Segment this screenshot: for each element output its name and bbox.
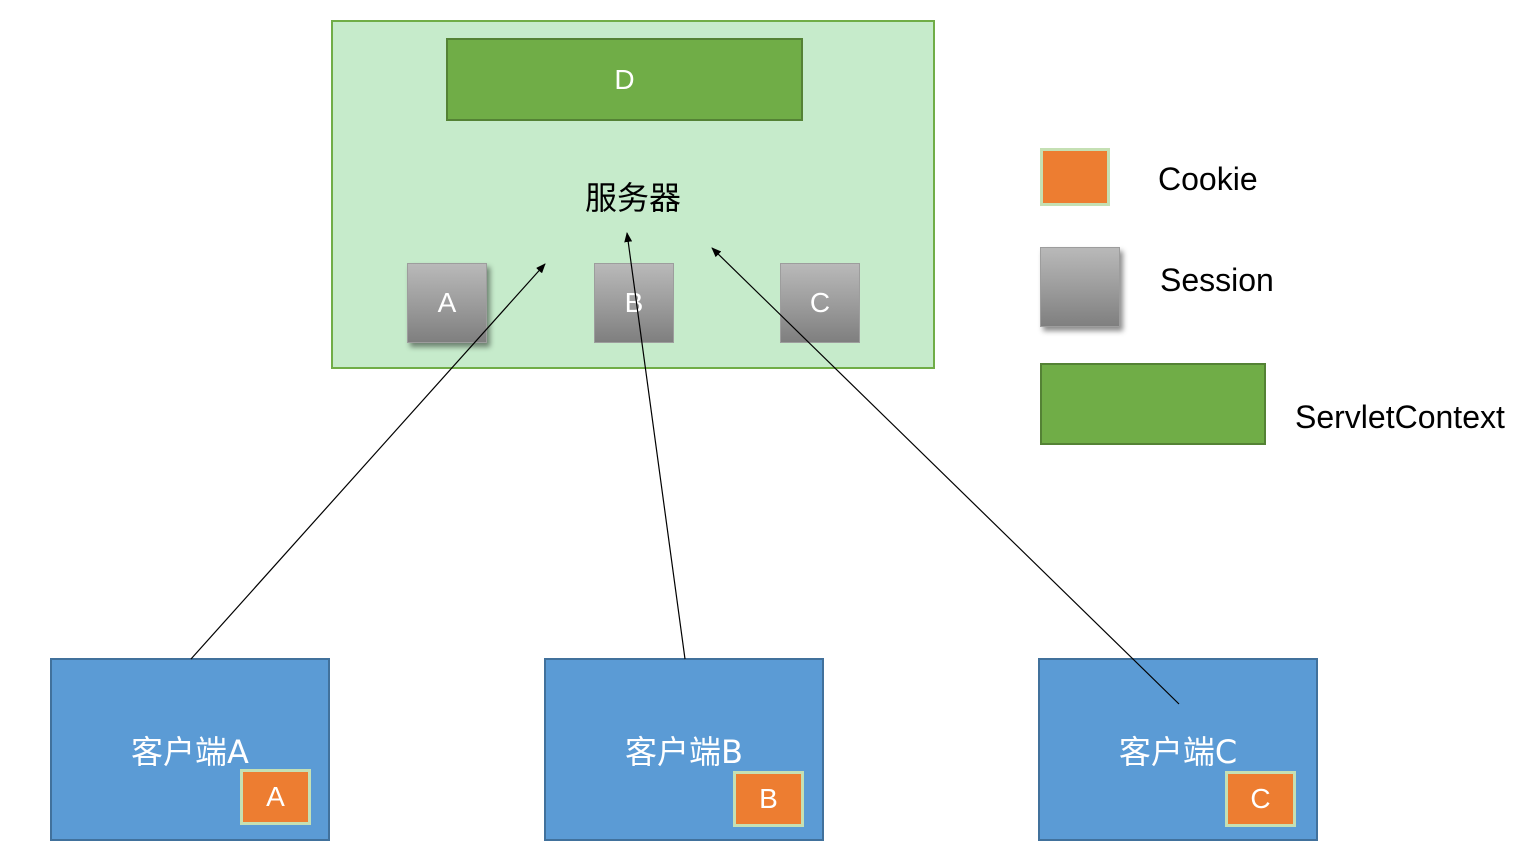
cookie-c-label: C [1250,783,1271,814]
session-b: B [594,263,674,343]
client-a-label: 客户端A [131,733,249,771]
session-c-label: C [809,287,831,318]
legend-servlet-context-swatch [1040,363,1266,445]
session-c: C [780,263,860,343]
client-b-label: 客户端B [625,733,743,771]
legend-cookie-swatch [1040,148,1110,206]
legend-session-label: Session [1160,262,1274,298]
client-a-box: 客户端A [50,658,330,841]
client-c-label: 客户端C [1118,733,1238,771]
session-b-label: B [624,287,644,318]
servlet-context-d: D [446,38,803,121]
cookie-b-label: B [759,783,778,814]
cookie-b: B [733,771,804,827]
session-a: A [407,263,487,343]
session-a-label: A [437,287,457,318]
servlet-context-label: D [614,63,635,95]
cookie-c: C [1225,771,1296,827]
cookie-a-label: A [266,781,285,812]
server-label: 服务器 [584,179,681,217]
legend-session-swatch [1040,247,1120,327]
cookie-a: A [240,769,311,825]
legend-cookie-label: Cookie [1158,161,1258,197]
legend-servlet-context-label: ServletContext [1295,399,1505,435]
